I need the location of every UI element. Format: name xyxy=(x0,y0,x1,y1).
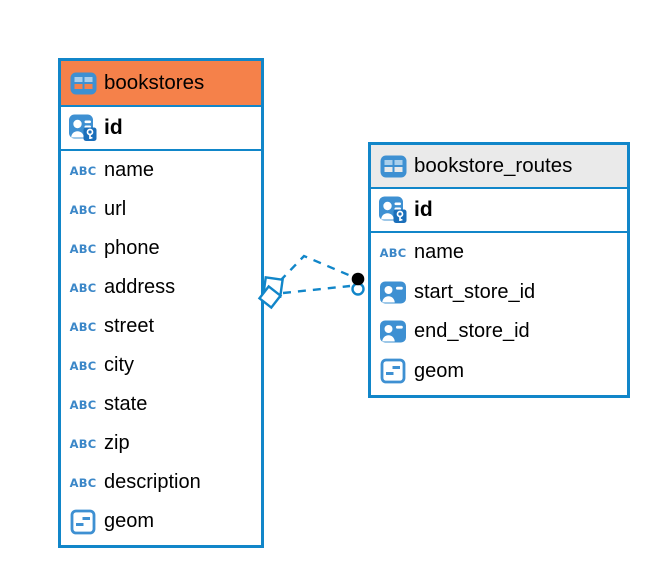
relationship-line-lower[interactable] xyxy=(282,284,351,295)
table-bookstore-routes-header[interactable]: bookstore_routes xyxy=(371,145,627,189)
geometry-type-icon xyxy=(68,509,98,535)
column-row[interactable]: start_store_id xyxy=(371,273,627,313)
column-name: phone xyxy=(104,237,160,259)
column-name: state xyxy=(104,393,148,415)
column-row[interactable]: ABC name xyxy=(61,151,261,190)
column-name: address xyxy=(104,276,176,298)
column-row-id[interactable]: id xyxy=(371,189,627,233)
column-name: name xyxy=(104,159,155,181)
column-name: name xyxy=(414,241,465,264)
table-icon xyxy=(68,72,98,95)
foreign-key-icon xyxy=(378,280,408,305)
column-row[interactable]: ABC description xyxy=(61,463,261,502)
geometry-type-icon xyxy=(378,358,408,384)
text-type-icon: ABC xyxy=(69,163,97,178)
column-row[interactable]: ABC state xyxy=(61,385,261,424)
pk-column-name: id xyxy=(414,198,433,221)
table-bookstores[interactable]: bookstores id ABC name xyxy=(58,58,264,548)
foreign-key-icon xyxy=(378,319,408,344)
relationship-diamond-end[interactable] xyxy=(262,276,284,298)
text-type-icon: ABC xyxy=(69,202,97,217)
column-name: description xyxy=(104,471,201,493)
column-row[interactable]: ABC zip xyxy=(61,424,261,463)
column-name: start_store_id xyxy=(414,280,536,303)
column-row[interactable]: ABC name xyxy=(371,233,627,273)
text-type-icon: ABC xyxy=(69,397,97,412)
column-name: zip xyxy=(104,432,130,454)
column-row[interactable]: geom xyxy=(61,502,261,541)
text-type-icon: ABC xyxy=(69,319,97,334)
column-name: city xyxy=(104,354,134,376)
column-row[interactable]: ABC phone xyxy=(61,229,261,268)
column-name: end_store_id xyxy=(414,320,530,343)
column-name: url xyxy=(104,198,127,220)
column-name: geom xyxy=(414,359,465,382)
text-type-icon: ABC xyxy=(69,358,97,373)
relationship-dot-end[interactable] xyxy=(351,272,365,286)
text-type-icon: ABC xyxy=(69,241,97,256)
text-type-icon: ABC xyxy=(69,475,97,490)
relationship-ring-end[interactable] xyxy=(351,282,365,296)
primary-key-icon xyxy=(378,195,408,225)
table-bookstore-routes[interactable]: bookstore_routes id ABC name xyxy=(368,142,630,398)
column-row[interactable]: end_store_id xyxy=(371,312,627,352)
column-row[interactable]: ABC street xyxy=(61,307,261,346)
table-name: bookstore_routes xyxy=(414,154,573,177)
column-name: geom xyxy=(104,510,155,532)
column-name: street xyxy=(104,315,155,337)
primary-key-icon xyxy=(68,113,98,143)
text-type-icon: ABC xyxy=(69,436,97,451)
relationship-line-upper[interactable] xyxy=(279,254,352,282)
text-type-icon: ABC xyxy=(69,280,97,295)
table-icon xyxy=(378,155,408,178)
column-row[interactable]: geom xyxy=(371,352,627,392)
text-type-icon: ABC xyxy=(379,245,407,260)
pk-column-name: id xyxy=(104,116,123,139)
column-row[interactable]: ABC city xyxy=(61,346,261,385)
column-row-id[interactable]: id xyxy=(61,107,261,151)
table-bookstores-header[interactable]: bookstores xyxy=(61,61,261,107)
column-row[interactable]: ABC url xyxy=(61,190,261,229)
column-row[interactable]: ABC address xyxy=(61,268,261,307)
table-name: bookstores xyxy=(104,71,205,94)
